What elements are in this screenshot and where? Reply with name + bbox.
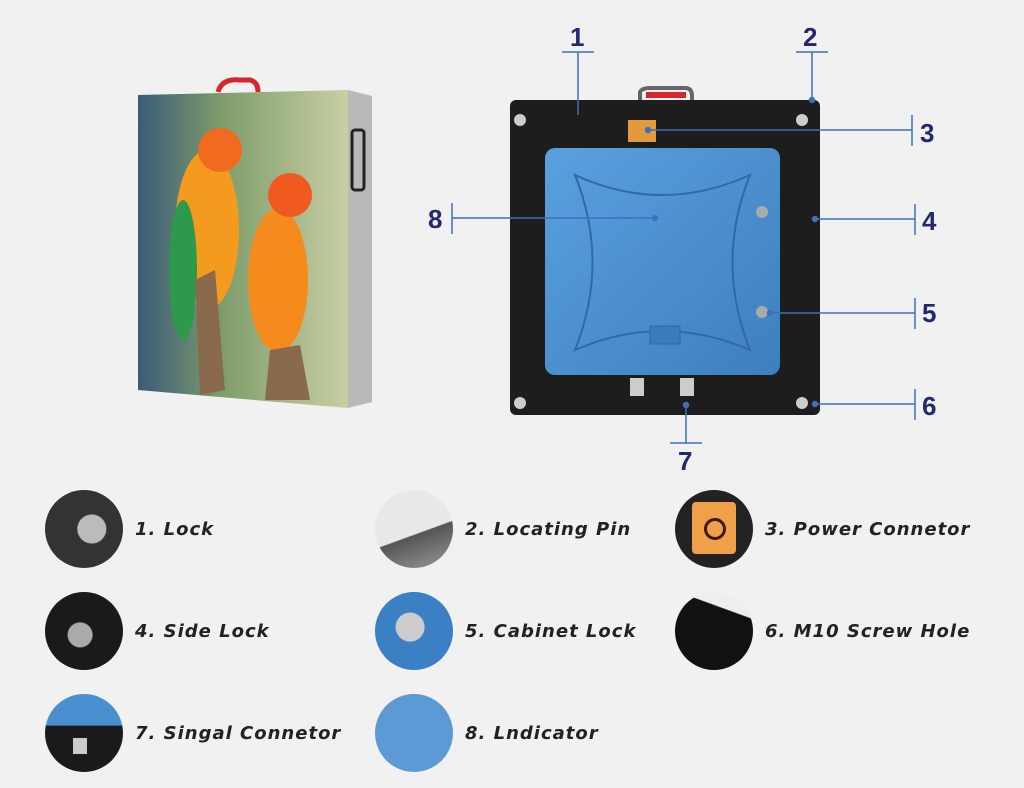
legend-screw-hole: 6. M10 Screw Hole (675, 592, 970, 670)
callout-5: 5 (922, 298, 936, 328)
callout-lines (451, 51, 916, 444)
lock-thumbnail (45, 490, 123, 568)
legend-label: 8. Lndicator (465, 722, 599, 744)
callout-3: 3 (920, 118, 934, 148)
screw-hole-thumbnail (675, 592, 753, 670)
cabinet-lock-thumbnail (375, 592, 453, 670)
legend-label: 2. Locating Pin (465, 518, 632, 540)
legend-locating-pin: 2. Locating Pin (375, 490, 631, 568)
legend-signal-connector: 7. Singal Connetor (45, 694, 341, 772)
legend-power-connector: 3. Power Connetor (675, 490, 970, 568)
callout-1: 1 (570, 22, 584, 52)
legend-side-lock: 4. Side Lock (45, 592, 270, 670)
legend-label: 5. Cabinet Lock (465, 620, 637, 642)
legend-label: 1. Lock (135, 518, 215, 540)
legend-lock: 1. Lock (45, 490, 214, 568)
locating-pin-thumbnail (375, 490, 453, 568)
legend-label: 7. Singal Connetor (135, 722, 342, 744)
callout-6: 6 (922, 391, 936, 421)
callout-2: 2 (803, 22, 817, 52)
legend-label: 4. Side Lock (135, 620, 270, 642)
legend-label: 6. M10 Screw Hole (765, 620, 971, 642)
callout-8: 8 (428, 204, 442, 234)
cabinet-diagram: 1 2 3 4 5 6 7 8 (138, 22, 937, 476)
back-panel-image (510, 86, 820, 415)
callout-4: 4 (922, 206, 937, 236)
legend-indicator: 8. Lndicator (375, 694, 599, 772)
indicator-thumbnail (375, 694, 453, 772)
legend-cabinet-lock: 5. Cabinet Lock (375, 592, 636, 670)
side-lock-thumbnail (45, 592, 123, 670)
front-panel-image (138, 77, 372, 408)
legend-label: 3. Power Connetor (765, 518, 971, 540)
power-connector-thumbnail (675, 490, 753, 568)
callout-7: 7 (678, 446, 692, 476)
signal-connector-thumbnail (45, 694, 123, 772)
